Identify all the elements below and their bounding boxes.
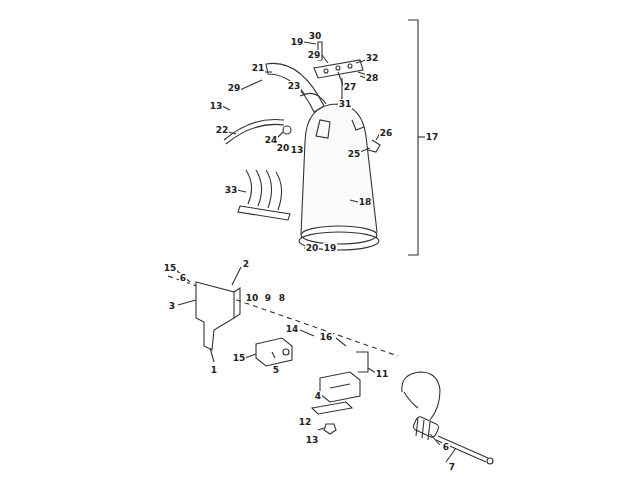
callout-number: 21 — [251, 63, 266, 73]
callout-number: 13 — [305, 435, 320, 445]
callout-number: 20 — [276, 143, 291, 153]
callout-number: 27 — [343, 82, 358, 92]
callout-number: 5 — [272, 365, 280, 375]
callout-number: 6 — [179, 273, 187, 283]
callout-number: 29 — [307, 50, 322, 60]
callout-number: 15 — [232, 353, 247, 363]
callout-number: 10 — [245, 293, 260, 303]
callout-number: 29 — [227, 83, 242, 93]
callout-number: 22 — [215, 125, 230, 135]
callout-number: 8 — [278, 293, 286, 303]
callout-number: 23 — [287, 81, 302, 91]
callout-number: 17 — [425, 132, 440, 142]
callout-number: 12 — [298, 417, 313, 427]
callout-number: 13 — [209, 101, 224, 111]
callout-number: 7 — [448, 462, 456, 472]
callout-number: 33 — [224, 185, 239, 195]
callout-number: 16 — [319, 332, 334, 342]
callout-number: 19 — [323, 243, 338, 253]
callout-number: 20 — [305, 243, 320, 253]
bracket — [196, 282, 234, 350]
chute — [301, 104, 377, 234]
callout-number: 31 — [338, 99, 353, 109]
callout-number: 14 — [285, 324, 300, 334]
callout-number: 6 — [442, 442, 450, 452]
callout-number: 3 — [168, 301, 176, 311]
callout-number: 11 — [375, 369, 390, 379]
callout-number: 9 — [264, 293, 272, 303]
callout-number: 30 — [308, 31, 323, 41]
callout-number: 26 — [379, 128, 394, 138]
callout-number: 15 — [163, 263, 178, 273]
callout-number: 2 — [242, 259, 250, 269]
callout-number: 25 — [347, 149, 362, 159]
callout-number: 4 — [314, 391, 322, 401]
callout-number: 18 — [358, 197, 373, 207]
callout-number: 32 — [365, 53, 380, 63]
callout-number: 19 — [290, 37, 305, 47]
callout-number: 28 — [365, 73, 380, 83]
callout-number: 13 — [290, 145, 305, 155]
callout-number: 1 — [210, 365, 218, 375]
